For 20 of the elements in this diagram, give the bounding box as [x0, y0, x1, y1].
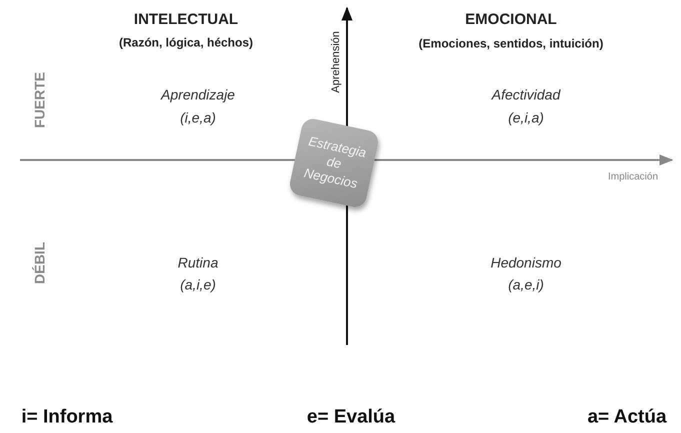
- quadrant-title: Rutina: [178, 255, 218, 271]
- column-subheading: (Emociones, sentidos, intuición): [418, 37, 604, 51]
- quadrant-code: (a,i,e): [180, 277, 216, 293]
- column-subheading: (Razón, lógica, héchos): [119, 36, 253, 50]
- key-text: i= Informa: [21, 408, 113, 428]
- axis-label: Aprehensión: [330, 31, 342, 93]
- quadrant-title: Afectividad: [492, 87, 560, 103]
- column-heading: INTELECTUAL: [134, 12, 238, 28]
- node-label: Estrategia de Negocios: [302, 132, 369, 194]
- key-text: e= Evalúa: [306, 408, 396, 428]
- quadrant-code: (a,e,i): [508, 277, 544, 293]
- key-text: a= Actúa: [587, 408, 667, 428]
- quadrant-code: (i,e,a): [180, 110, 216, 126]
- row-label: FUERTE: [32, 72, 48, 128]
- quadrant-title: Aprendizaje: [161, 87, 235, 103]
- quadrant-title: Hedonismo: [490, 255, 562, 271]
- axis-label: Implicación: [608, 172, 658, 182]
- column-heading: EMOCIONAL: [465, 12, 557, 28]
- quadrant-code: (e,i,a): [508, 110, 544, 126]
- row-label: DÉBIL: [32, 242, 48, 284]
